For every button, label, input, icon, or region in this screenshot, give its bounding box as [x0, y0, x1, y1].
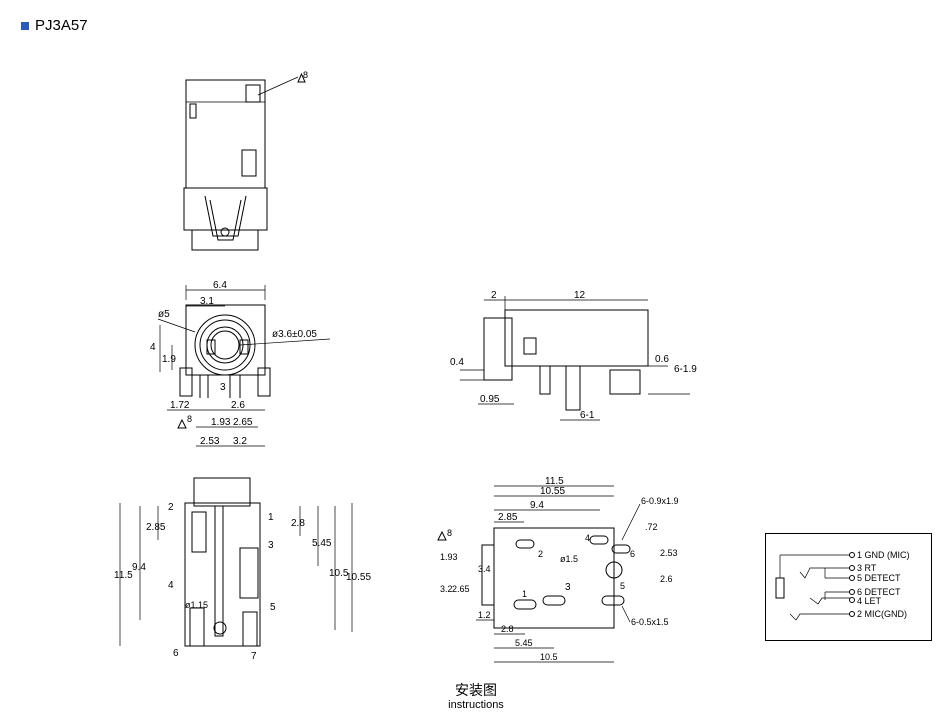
- schematic-frame: [765, 533, 932, 641]
- bottom-pin-6: 6: [173, 648, 179, 659]
- top-view-rev: 8: [303, 70, 308, 80]
- front-view-rev: 8: [187, 414, 192, 424]
- front-pin-3: 3: [220, 382, 226, 393]
- pcb-pin-5: 5: [620, 581, 625, 591]
- pcb-dim-9-4: 9.4: [530, 500, 544, 511]
- pcb-pin-1: 1: [522, 589, 527, 599]
- bottom-pin-7: 7: [251, 651, 257, 662]
- pcb-dim-11-5: 11.5: [545, 476, 564, 487]
- caption: 安装图 instructions: [0, 680, 952, 711]
- pcb-pin-6: 6: [630, 549, 635, 559]
- pcb-dim-3-2: 3.2: [440, 584, 453, 594]
- pcb-dim-2-85: 2.85: [498, 512, 518, 523]
- schem-label-4: 6 DETECT: [857, 587, 901, 597]
- pcb-pin-3: 3: [565, 582, 571, 593]
- dim-0-95: 0.95: [480, 394, 500, 405]
- dim-6-1-9: 6-1.9: [674, 364, 697, 375]
- dim-9-4: 9.4: [132, 562, 146, 573]
- pcb-dim-0-72: .72: [645, 522, 658, 532]
- pcb-pin-2: 2: [538, 549, 543, 559]
- bottom-pin-4: 4: [168, 580, 174, 591]
- schem-label-5: 4 LET: [857, 596, 882, 606]
- caption-zh: 安装图: [455, 683, 497, 699]
- pcb-dim-10-5: 10.5: [540, 652, 558, 662]
- title-bullet-icon: [21, 21, 29, 30]
- dim-3-2: 3.2: [233, 436, 247, 447]
- dim-d1-15: ø1.15: [185, 600, 208, 610]
- pcb-dim-2-8: 2.8: [501, 624, 514, 634]
- pcb-dim-2-53: 2.53: [660, 548, 678, 558]
- pcb-pin-4: 4: [585, 533, 590, 543]
- schematic: 1 GND (MIC) 3 RT 5 DETECT 6 DETECT 4 LET…: [775, 550, 910, 621]
- bottom-pin-2: 2: [168, 502, 174, 513]
- pcb-dim-10-55: 10.55: [540, 486, 565, 497]
- schem-label-6: 2 MIC(GND): [857, 609, 907, 619]
- pcb-slot-spec-1: 6-0.9x1.9: [641, 496, 679, 506]
- dim-0-4: 0.4: [450, 357, 464, 368]
- dim-2-6: 2.6: [231, 400, 245, 411]
- pcb-view-rev: 8: [447, 528, 452, 538]
- product-title: PJ3A57: [21, 17, 88, 34]
- dim-3-1: 3.1: [200, 296, 214, 307]
- dim-2-85: 2.85: [146, 522, 166, 533]
- dim-d5: ø5: [158, 309, 170, 320]
- dim-side-2: 2: [491, 290, 497, 301]
- dim-4: 4: [150, 342, 156, 353]
- pcb-dim-2-6: 2.6: [660, 574, 673, 584]
- pcb-dim-1-93: 1.93: [440, 552, 458, 562]
- bottom-pin-1: 1: [268, 512, 274, 523]
- dim-1-9: 1.9: [162, 354, 176, 365]
- bottom-view: 11.5 9.4 2.85 2.8 5.45 10.5 10.55 ø1.15 …: [114, 477, 371, 662]
- bottom-pin-5: 5: [270, 602, 276, 613]
- pcb-dim-2-65: 2.65: [452, 584, 470, 594]
- side-view: 2 12 0.4 0.95 0.6 6-1.9 6-1: [450, 290, 697, 421]
- dim-0-6: 0.6: [655, 354, 669, 365]
- dim-10-55: 10.55: [346, 572, 371, 583]
- pcb-dim-3-4: 3.4: [478, 564, 491, 574]
- dim-1-93: 1.93: [211, 417, 231, 428]
- schem-label-2: 3 RT: [857, 563, 877, 573]
- schem-label-1: 1 GND (MIC): [857, 550, 910, 560]
- dim-1-72: 1.72: [170, 400, 190, 411]
- front-view: 6.4 3.1 ø5 ø3.6±0.05 4 1.9 3 1.72 2.6 1.…: [150, 280, 331, 447]
- top-view: 8: [183, 70, 308, 251]
- dim-2-65: 2.65: [233, 417, 253, 428]
- product-title-text: PJ3A57: [35, 17, 88, 34]
- dim-d3-6: ø3.6±0.05: [272, 329, 317, 340]
- pcb-dim-5-45: 5.45: [515, 638, 533, 648]
- bottom-pin-3: 3: [268, 540, 274, 551]
- schem-label-3: 5 DETECT: [857, 573, 901, 583]
- pcb-view: 11.5 10.55 9.4 2.85 6-0.9x1.9 6-0.5x1.5 …: [437, 476, 679, 663]
- caption-en: instructions: [448, 699, 504, 711]
- pcb-dim-1-2: 1.2: [478, 610, 491, 620]
- dim-6-1: 6-1: [580, 410, 595, 421]
- pcb-dim-d1-5: ø1.5: [560, 554, 578, 564]
- dim-2-8: 2.8: [291, 518, 305, 529]
- dim-6-4: 6.4: [213, 280, 227, 291]
- dim-11-5: 11.5: [114, 570, 133, 581]
- pcb-slot-spec-2: 6-0.5x1.5: [631, 617, 669, 627]
- dim-5-45: 5.45: [312, 538, 332, 549]
- dim-side-12: 12: [574, 290, 586, 301]
- dim-2-53: 2.53: [200, 436, 220, 447]
- dim-10-5: 10.5: [329, 568, 349, 579]
